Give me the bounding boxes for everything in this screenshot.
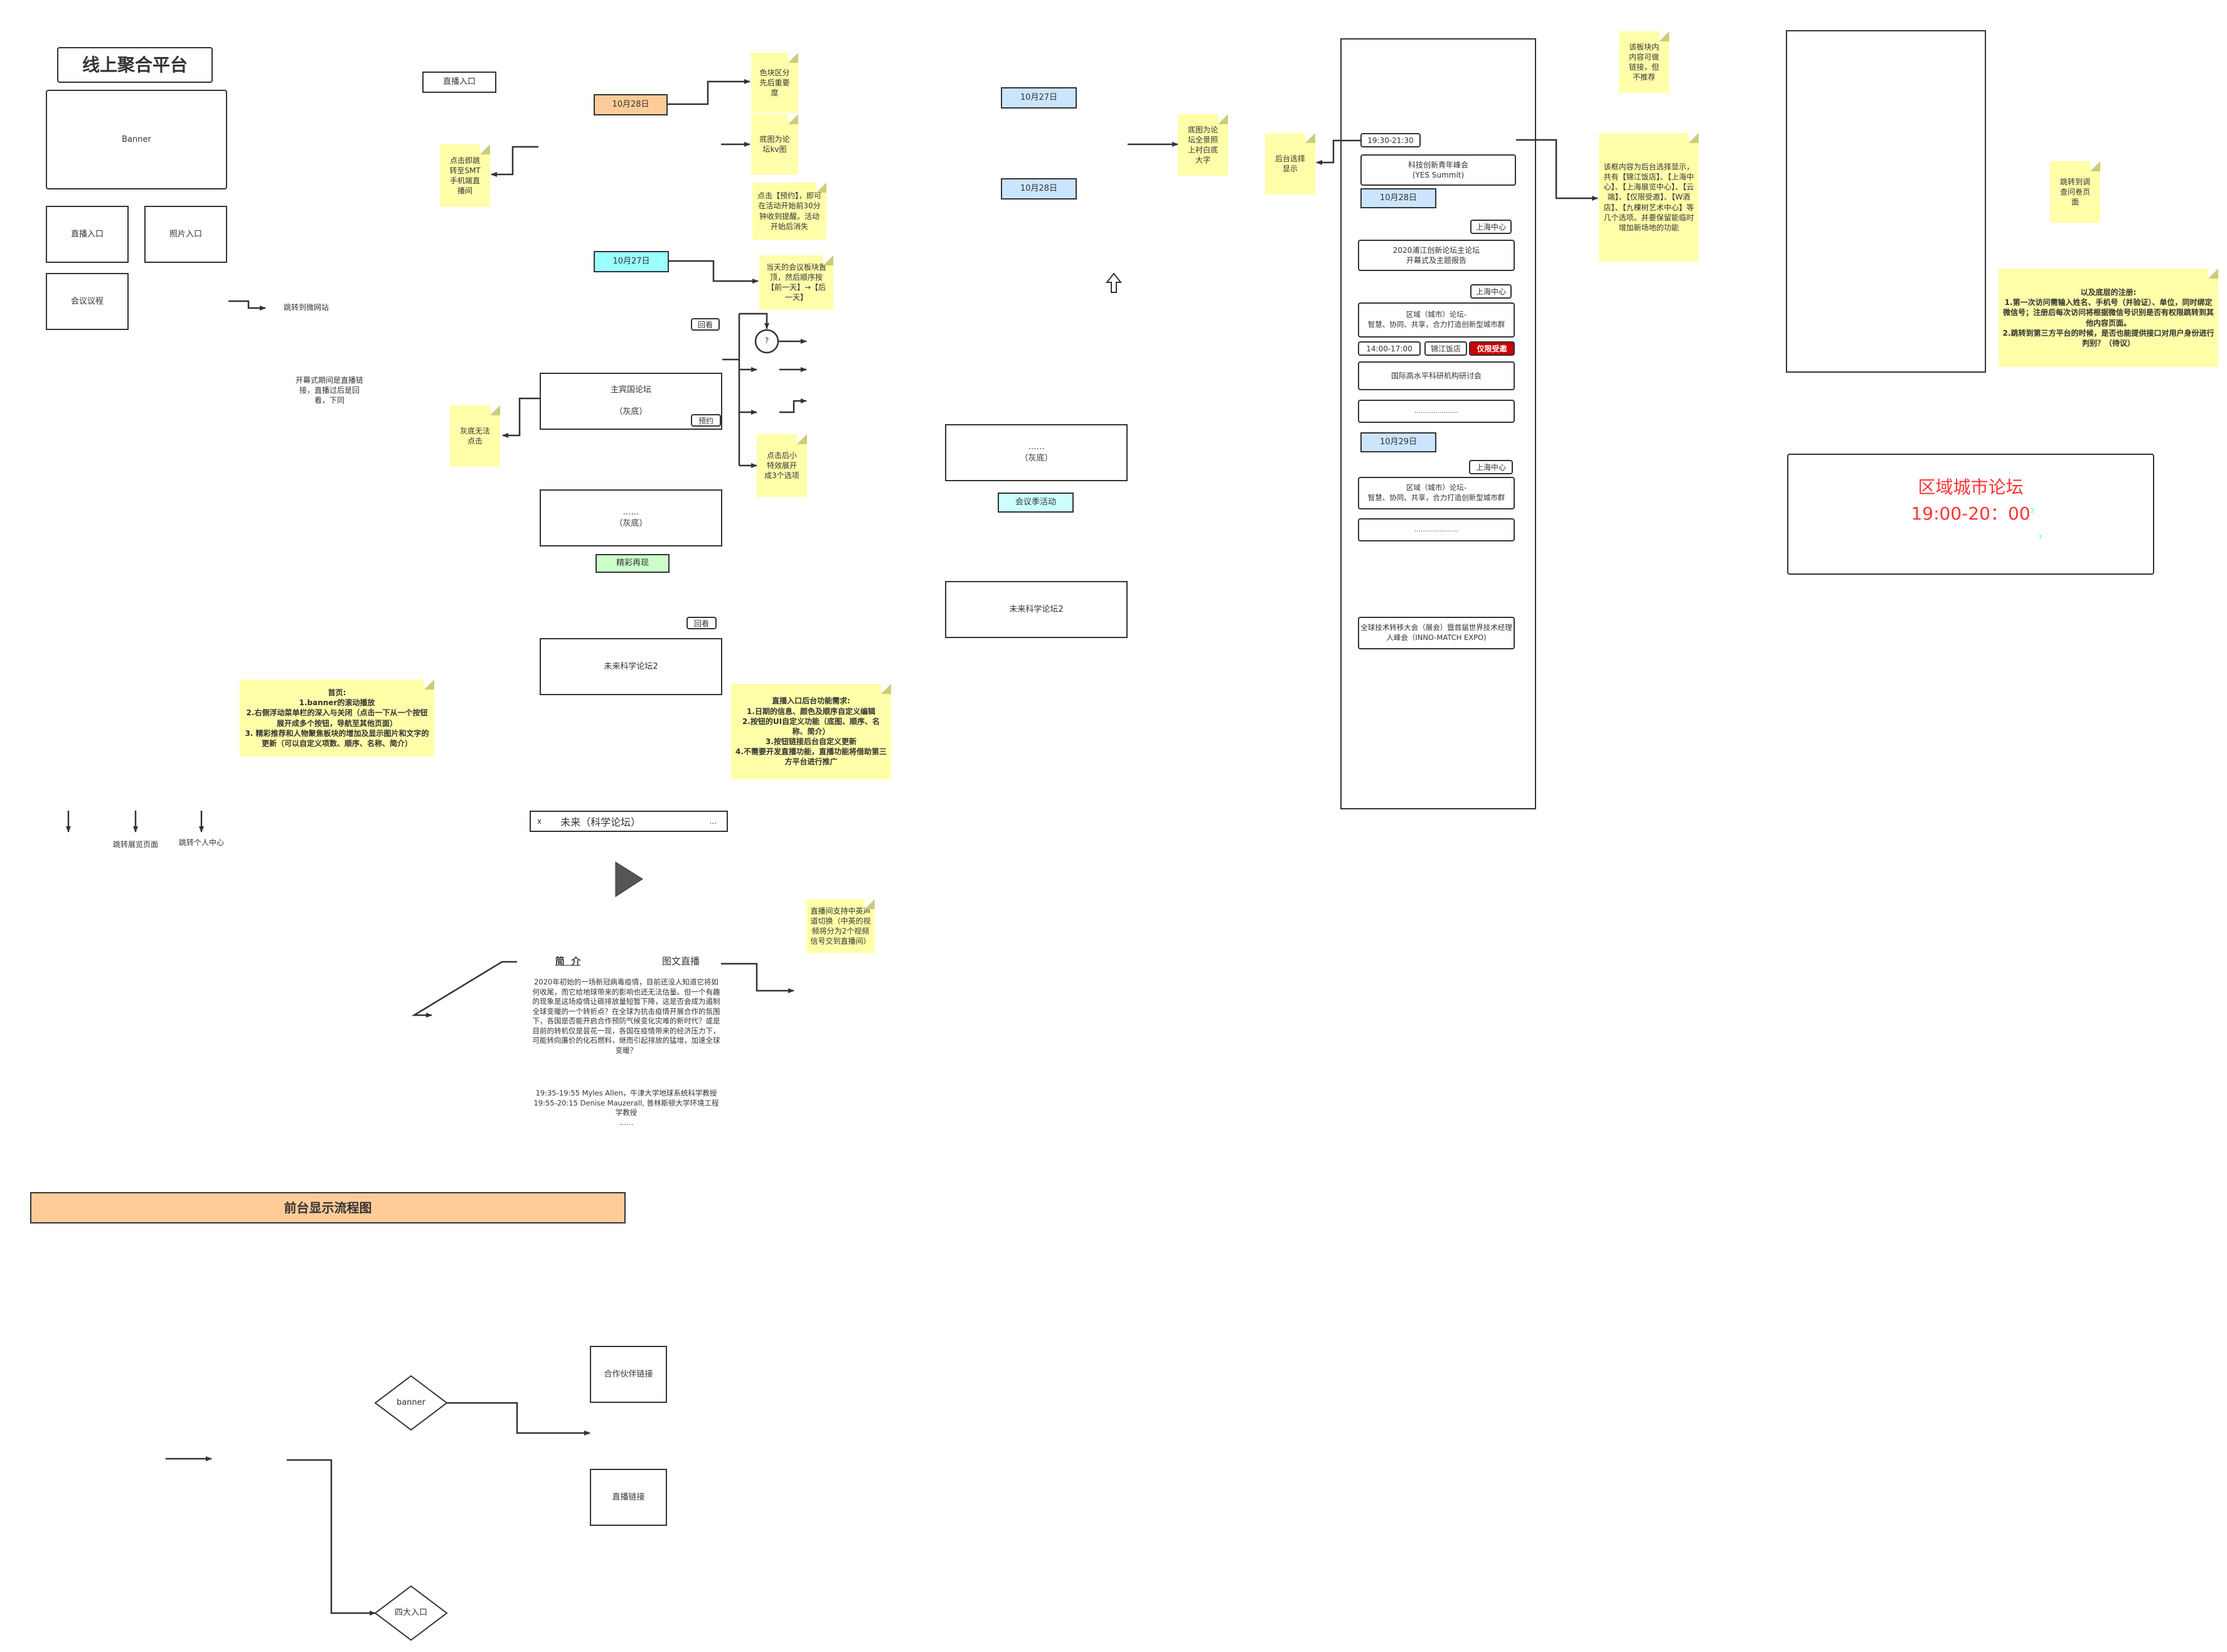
date-tab-27[interactable]: 10月27日	[594, 251, 669, 272]
venue-tag: 锦江饭店	[1424, 341, 1467, 356]
date-tab-28[interactable]: 10月28日	[594, 94, 668, 115]
branch-2b	[779, 398, 807, 413]
arrow-intro-left	[411, 961, 517, 1018]
question-node	[754, 329, 779, 354]
note-grey: 灰底无法 点击	[450, 405, 500, 467]
photo-entry-tile[interactable]: 照片入口	[144, 206, 227, 263]
event-card[interactable]: 科技创新青年峰会 (YES Summit)	[1360, 154, 1516, 186]
agenda-date-28[interactable]: 10月28日	[1001, 178, 1077, 200]
schedule-item: 19:35-19:55 Myles Allen，牛津大学地球系统科学教授	[535, 1089, 717, 1097]
venue-tag: 上海中心	[1470, 220, 1512, 234]
diamond-four-entries	[374, 1585, 448, 1641]
time-tag: 14:00-17:00	[1358, 341, 1421, 356]
note-kv: 底图为论 坛kv图	[751, 114, 798, 174]
note-color: 色块区分 先后重要 度	[751, 53, 798, 113]
event-card[interactable]: 区域（城市）论坛- 智慧、协同、共享，合力打造创新型城市群	[1358, 477, 1515, 509]
agenda-forum-more[interactable]: …… （灰底）	[945, 424, 1128, 481]
player-title: 未来（科学论坛）	[560, 816, 641, 828]
diamond-banner-label: banner	[396, 1398, 426, 1407]
note-survey: 跳转到调 查问卷页 面	[2050, 161, 2100, 223]
forum-name: 区域城市论坛	[1918, 477, 2024, 498]
invite-only-badge: 仅限受邀	[1469, 341, 1515, 356]
replay-button-2[interactable]: 回看	[686, 617, 717, 629]
partner-link-box: 合作伙伴链接	[590, 1346, 667, 1403]
arrow-banner-flow	[447, 1402, 590, 1436]
empty-page-frame	[1786, 30, 1986, 373]
time-tag: 19:30-21:30	[1360, 133, 1421, 147]
backend-note: 直播入口后台功能需求: 1.日期的信息、颜色及顺序自定义编辑 2.按钮的UI自定…	[731, 684, 891, 779]
page-title: 线上聚合平台	[57, 47, 213, 83]
venue-tag: 上海中心	[1470, 284, 1512, 299]
arrow-to-venue-note	[1516, 139, 1598, 201]
jump-micro-site-label: 跳转到微网站	[283, 303, 329, 312]
note-smt: 点击即跳 转至SMT 手机端直 播间	[440, 144, 490, 207]
forum-time: 19:00-20：00	[1911, 503, 2031, 524]
flow-title: 前台显示流程图	[30, 1192, 626, 1223]
intro-text: 2020年初始的一场新冠病毒疫情，目前还没人知道它将如何收尾，而它给地球带来的影…	[532, 978, 720, 1055]
note-reserve: 点击【预约】，即可在活动开始前30分钟收到提醒。活动开始后消失	[752, 183, 826, 240]
note-link: 该板块内 内容可做 链接，但 不推荐	[1619, 31, 1669, 93]
note-register: 以及底层的注册: 1.第一次访问需输入姓名、手机号（并验证）、单位，同时绑定微信…	[1999, 269, 2218, 367]
diamond-banner	[374, 1375, 448, 1431]
close-icon[interactable]: x	[537, 817, 542, 826]
forum-card-future[interactable]: 未来科学论坛2	[540, 638, 722, 695]
arrow-to-smt-note	[491, 146, 538, 177]
phone-frame	[1340, 38, 1536, 809]
forum-countdown-card[interactable]: 区域城市论坛 19:00-20：00 2 3	[1787, 454, 2154, 575]
note-bg: 底图为论 坛全景照 上衬白底 大字	[1178, 114, 1228, 176]
event-card[interactable]: …………………	[1358, 518, 1515, 541]
opening-note: 开幕式期间是直播链 接，直播过后是回 看，下同	[295, 376, 363, 405]
mark-3: 3	[2038, 534, 2043, 541]
home-note: 首页: 1.banner的滚动播放 2.右侧浮动菜单栏的深入与关闭（点击一下从一…	[240, 679, 434, 757]
event-card[interactable]: 国际高水平科研机构研讨会	[1358, 361, 1515, 390]
arrow-28-to-color-note	[668, 79, 750, 105]
jump-exhibition-label: 跳转展览页面	[112, 840, 158, 849]
banner[interactable]: Banner	[46, 90, 227, 189]
jump-profile-label: 跳转个人中心	[178, 838, 224, 847]
phone-date-29[interactable]: 10月29日	[1360, 432, 1436, 452]
note-venue: 该框内容为后台选择显示，共有【锦江饭店】、【上海中心】、【上海展览中心】、【云端…	[1599, 133, 1699, 262]
agenda-forum-future[interactable]: 未来科学论坛2	[945, 581, 1128, 638]
note-today: 当天的会议板块置顶，然后顺序按【前一天】→【后一天】	[759, 255, 833, 309]
event-card[interactable]: 区域（城市）论坛- 智慧、协同、共享，合力打造创新型城市群	[1358, 302, 1515, 338]
note-expand: 点击后小 特效展开 成3个选项	[757, 434, 807, 497]
note-audio: 直播间支持中英声道切换（中英的视频将分为2个视频信号交到直播间）	[806, 899, 875, 953]
agenda-date-27[interactable]: 10月27日	[1001, 87, 1077, 109]
reserve-button[interactable]: 预约	[691, 414, 721, 427]
arrow-to-backend-note	[1316, 139, 1360, 165]
live-entry-header: 直播入口	[422, 72, 496, 93]
player-title-bar: x 未来（科学论坛） ...	[530, 811, 728, 832]
season-button[interactable]: 会议季活动	[998, 493, 1074, 513]
tab-text-live[interactable]: 图文直播	[661, 956, 700, 967]
arrow-to-question	[739, 312, 769, 329]
agenda-tile[interactable]: 会议议程	[46, 273, 129, 330]
play-icon	[615, 861, 643, 897]
forum-card-more[interactable]: …… （灰底）	[540, 489, 722, 546]
note-backend-select: 后台选择 显示	[1265, 133, 1315, 195]
diamond-four-entries-label: 四大入口	[394, 1608, 427, 1617]
schedule-item: 19:55-20:15 Denise Mauzerall, 普林斯顿大学环境工程…	[533, 1098, 719, 1117]
replay-button[interactable]: 回看	[691, 318, 720, 331]
arrow-to-four-entries	[287, 1459, 376, 1616]
schedule-list: 19:35-19:55 Myles Allen，牛津大学地球系统科学教授 19:…	[532, 1089, 720, 1127]
question-label: ?	[764, 336, 769, 345]
hollow-up-arrow-icon	[1105, 272, 1123, 293]
event-card[interactable]: …………………	[1358, 400, 1515, 423]
live-entry-tile[interactable]: 直播入口	[46, 206, 129, 263]
event-card[interactable]: 全球技术转移大会（展会）暨首届世界技术经理人峰会（INNO-MATCH EXPO…	[1358, 617, 1515, 649]
live-link-box: 直播链接	[590, 1469, 667, 1526]
highlights-button[interactable]: 精彩再现	[595, 554, 670, 573]
event-card[interactable]: 2020浦江创新论坛主论坛 开幕式及主题报告	[1358, 240, 1515, 271]
arrow-to-grey-note	[502, 397, 540, 438]
venue-tag: 上海中心	[1469, 460, 1513, 474]
schedule-item: ……	[619, 1117, 634, 1127]
mark-2: 2	[2031, 508, 2035, 514]
phone-date-28[interactable]: 10月28日	[1360, 188, 1436, 208]
tab-intro[interactable]: 简 介	[555, 956, 581, 967]
arrow-to-micro-site	[228, 300, 266, 311]
arrow-27-to-today-note	[669, 260, 759, 284]
arrow-text-live	[721, 962, 794, 993]
more-icon[interactable]: ...	[709, 817, 717, 826]
